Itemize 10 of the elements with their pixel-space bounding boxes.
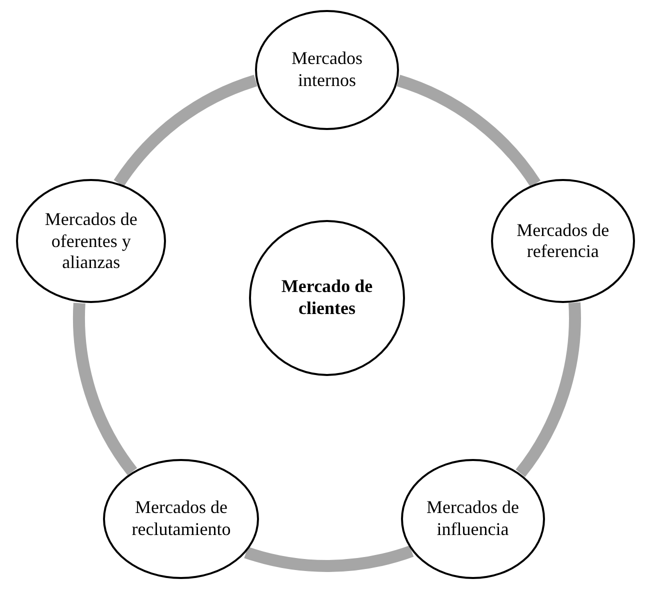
ring-connector xyxy=(396,74,540,188)
center-circle: Mercado de clientes xyxy=(249,220,405,376)
market-ellipse: Mercados de referencia xyxy=(490,179,635,304)
ring-connector xyxy=(73,303,138,476)
market-ellipse: Mercados de reclutamiento xyxy=(103,458,260,579)
ring-connector xyxy=(244,545,414,572)
market-ellipse: Mercados de influencia xyxy=(400,458,545,579)
ring-connector xyxy=(516,302,581,477)
market-ellipse: Mercados internos xyxy=(255,10,399,130)
market-ellipse: Mercados de oferentes y alianzas xyxy=(16,179,166,304)
